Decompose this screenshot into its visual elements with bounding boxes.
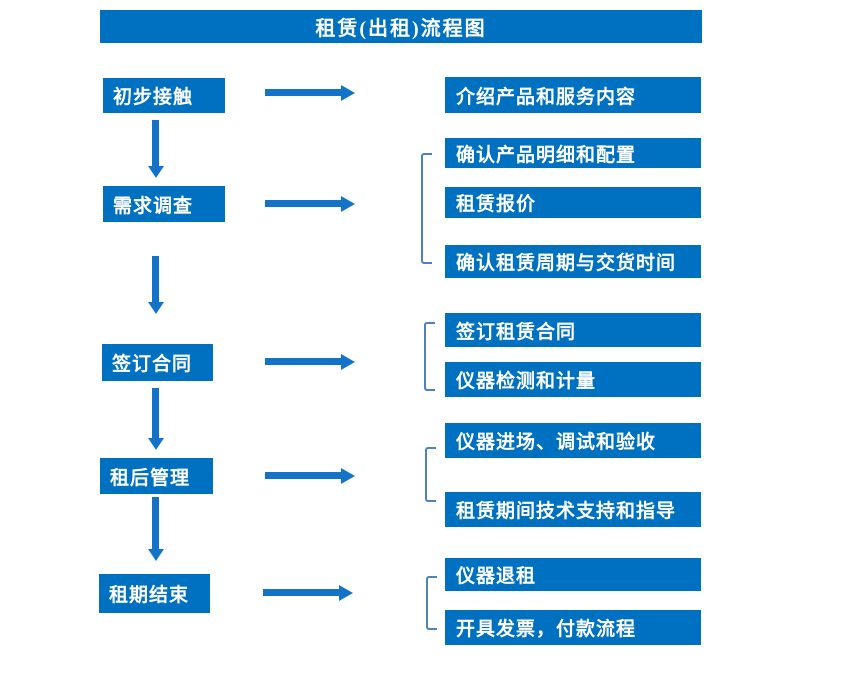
arrow-right-1 (265, 85, 355, 101)
step-box-demand-survey: 需求调查 (103, 186, 225, 222)
arrow-head-icon (148, 549, 164, 561)
arrow-shaft (265, 472, 343, 479)
step-box-initial-contact: 初步接触 (103, 78, 225, 113)
detail-box-introduce-products-services: 介绍产品和服务内容 (445, 77, 701, 113)
arrow-head-icon (341, 354, 355, 370)
arrow-head-icon (148, 438, 164, 450)
detail-box-instrument-inspection: 仪器检测和计量 (445, 362, 701, 397)
arrow-head-icon (341, 85, 355, 101)
arrow-down-3 (148, 388, 164, 450)
arrow-head-icon (148, 302, 164, 314)
bracket-group-post-rental (425, 447, 436, 502)
step-box-rental-end: 租期结束 (99, 574, 210, 613)
arrow-right-2 (265, 196, 355, 212)
detail-box-instrument-setup-acceptance: 仪器进场、调试和验收 (445, 423, 701, 458)
arrow-right-5 (263, 585, 353, 601)
arrow-down-2 (148, 256, 164, 314)
arrow-head-icon (341, 196, 355, 212)
flowchart-title: 租赁(出租)流程图 (100, 10, 702, 43)
arrow-right-3 (265, 354, 355, 370)
detail-box-sign-rental-contract: 签订租赁合同 (445, 313, 701, 347)
bracket-group-sign-contract (424, 322, 435, 391)
step-box-sign-contract: 签订合同 (102, 344, 213, 381)
arrow-shaft (152, 388, 159, 438)
arrow-head-icon (339, 585, 353, 601)
detail-box-rental-quote: 租赁报价 (445, 187, 701, 218)
arrow-shaft (263, 589, 341, 596)
detail-box-instrument-return: 仪器退租 (445, 558, 701, 591)
bracket-group-rental-end (426, 576, 437, 630)
arrow-shaft (152, 497, 159, 549)
arrow-shaft (265, 358, 343, 365)
arrow-shaft (265, 200, 343, 207)
detail-box-confirm-product-config: 确认产品明细和配置 (445, 138, 701, 168)
detail-box-invoice-payment: 开具发票，付款流程 (445, 610, 701, 645)
arrow-down-4 (148, 497, 164, 561)
arrow-shaft (152, 256, 159, 302)
arrow-shaft (265, 89, 343, 96)
bracket-group-demand-survey (421, 153, 432, 264)
arrow-shaft (152, 120, 159, 166)
detail-box-confirm-period-delivery: 确认租赁周期与交货时间 (445, 245, 701, 278)
arrow-right-4 (265, 468, 355, 484)
arrow-head-icon (341, 468, 355, 484)
detail-box-tech-support-guidance: 租赁期间技术支持和指导 (445, 492, 701, 527)
step-box-post-rental-management: 租后管理 (100, 458, 213, 494)
arrow-head-icon (148, 166, 164, 178)
arrow-down-1 (148, 120, 164, 178)
